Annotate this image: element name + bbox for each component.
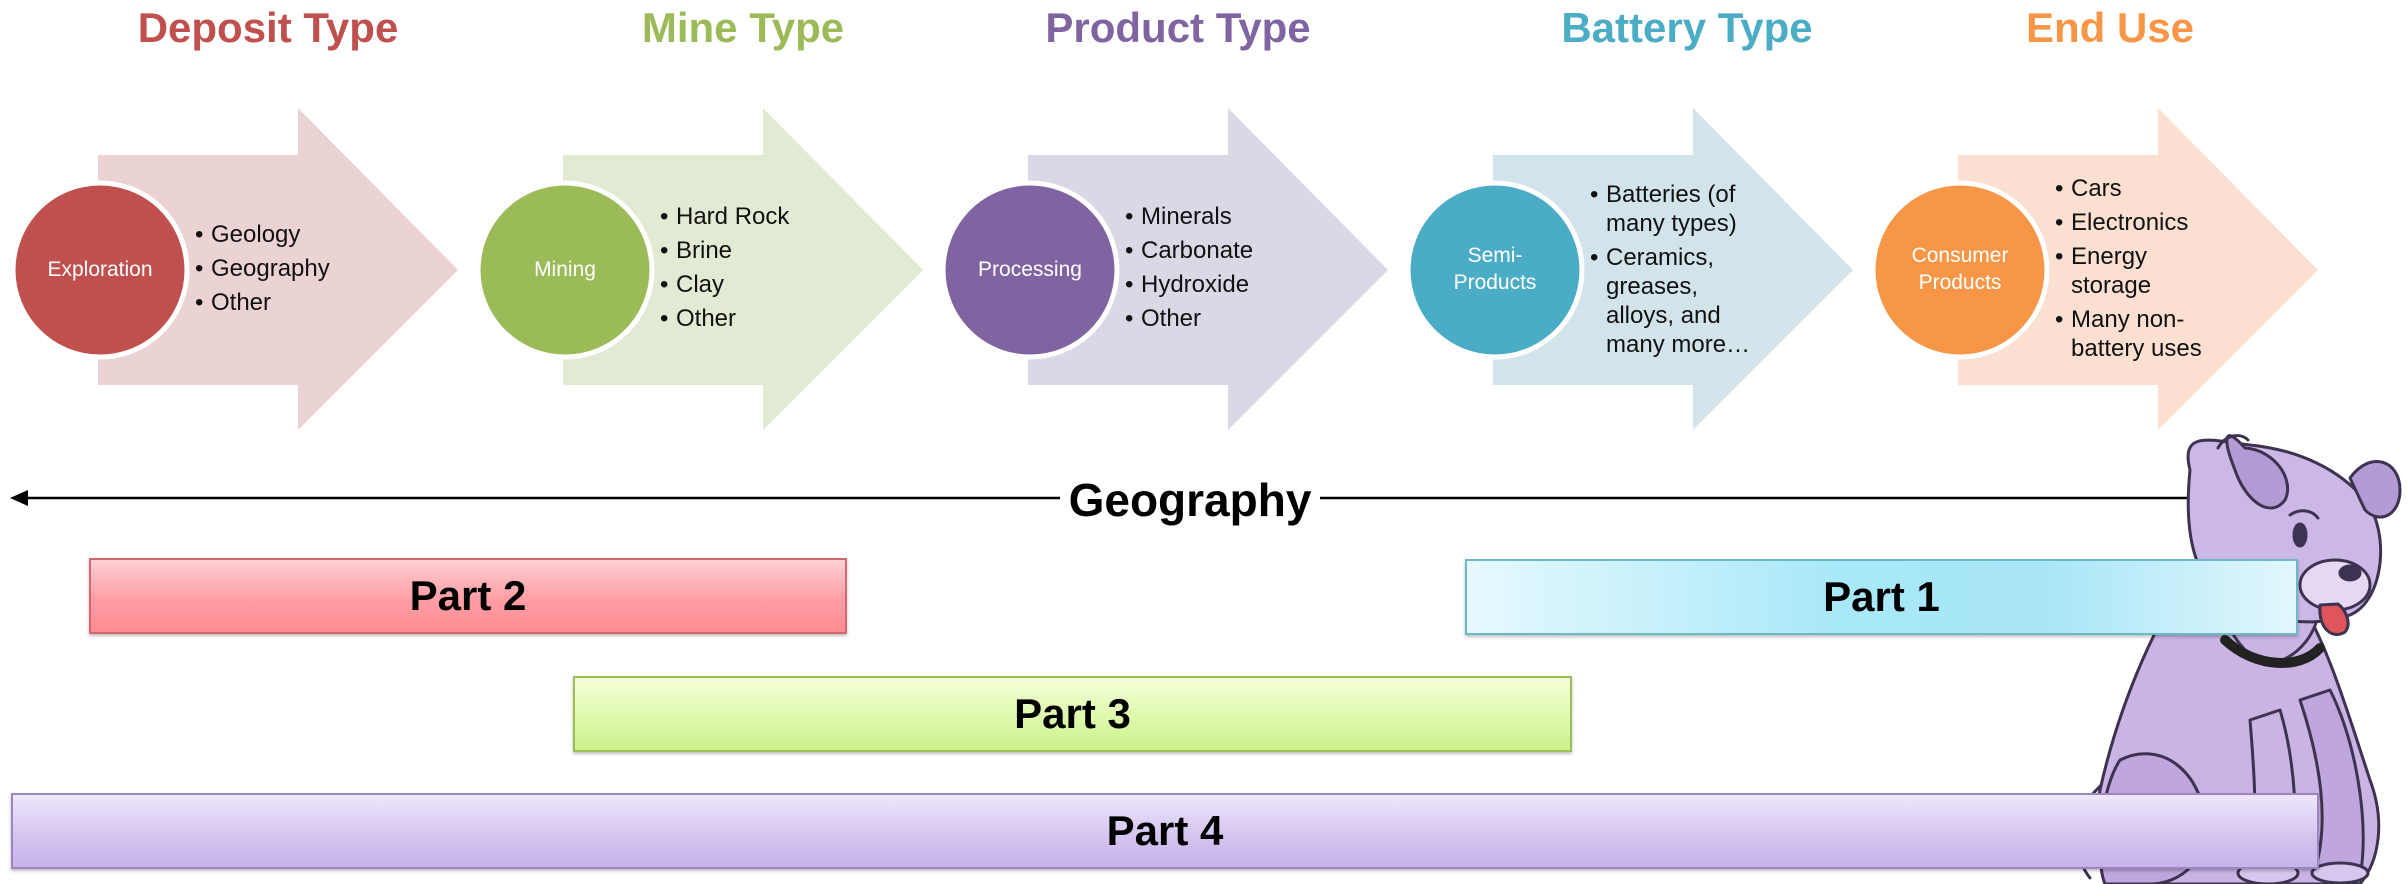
part-2-bar: Part 2 (89, 558, 847, 634)
battery-bullet-list: Batteries (of many types) Ceramics, grea… (1590, 180, 1760, 364)
product-bullet-list: Minerals Carbonate Hydroxide Other (1125, 202, 1325, 338)
part-4-bar: Part 4 (11, 793, 2319, 869)
list-item: Brine (660, 236, 860, 265)
heading-product-type: Product Type (1045, 4, 1311, 51)
mine-bullet-list: Hard Rock Brine Clay Other (660, 202, 860, 338)
mine-chevron (563, 108, 923, 430)
list-item: Ceramics, greases, alloys, and many more… (1590, 243, 1760, 359)
product-chevron (1028, 108, 1388, 430)
list-item: Minerals (1125, 202, 1325, 231)
circle-label-consumer-products: Consumer Products (1911, 244, 2009, 294)
circle-label-mining: Mining (534, 258, 596, 281)
list-item: Electronics (2055, 208, 2225, 237)
list-item: Other (195, 288, 395, 317)
list-item: Energy storage (2055, 242, 2225, 300)
deposit-bullet-list: Geology Geography Other (195, 220, 395, 322)
list-item: Hard Rock (660, 202, 860, 231)
list-item: Carbonate (1125, 236, 1325, 265)
processing-circle (940, 180, 1120, 360)
list-item: Hydroxide (1125, 270, 1325, 299)
list-item: Geography (195, 254, 395, 283)
arrowhead-left-icon (10, 490, 28, 506)
semi-products-circle (1405, 180, 1585, 360)
circle-label-processing: Processing (978, 258, 1082, 281)
list-item: Clay (660, 270, 860, 299)
heading-mine-type: Mine Type (641, 4, 845, 51)
heading-end-use: End Use (2025, 4, 2195, 51)
mining-circle (475, 180, 655, 360)
exploration-circle (10, 180, 190, 360)
enduse-bullet-list: Cars Electronics Energy storage Many non… (2055, 174, 2225, 368)
circle-label-exploration: Exploration (47, 258, 153, 281)
list-item: Batteries (of many types) (1590, 180, 1760, 238)
heading-deposit-type: Deposit Type (137, 4, 399, 51)
list-item: Other (660, 304, 860, 333)
list-item: Geology (195, 220, 395, 249)
geography-label: Geography (1060, 470, 1320, 530)
circle-label-semi-products: Semi-Products (1453, 244, 1537, 294)
part-3-bar: Part 3 (573, 676, 1572, 752)
list-item: Many non-battery uses (2055, 305, 2225, 363)
list-item: Cars (2055, 174, 2225, 203)
list-item: Other (1125, 304, 1325, 333)
consumer-products-circle (1870, 180, 2050, 360)
heading-battery-type: Battery Type (1561, 4, 1813, 51)
part-1-bar: Part 1 (1465, 559, 2298, 635)
